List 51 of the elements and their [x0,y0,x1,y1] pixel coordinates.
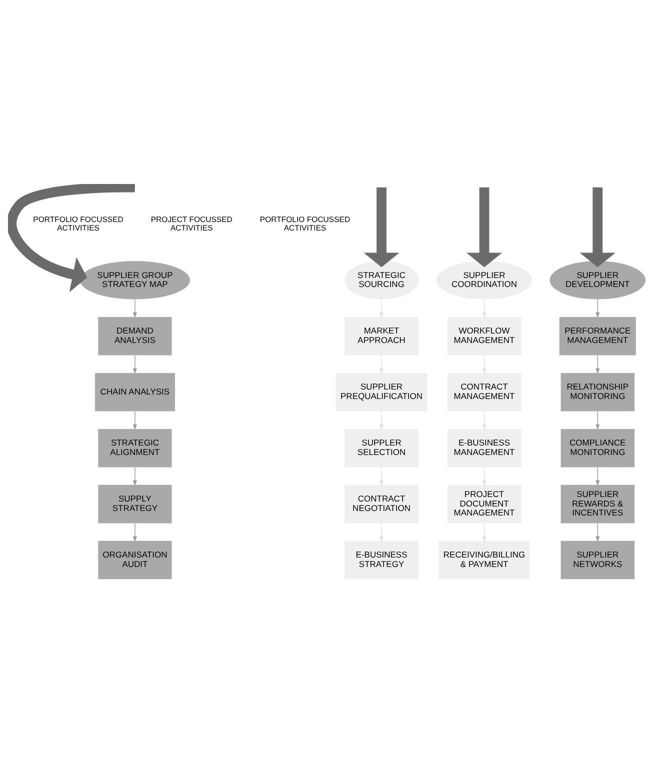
arrow [596,466,600,486]
node-ellipse: SUPPLIER DEVELOPMENT [550,260,646,299]
node-box: RECEIVING/BILLING & PAYMENT [438,540,530,579]
arrow [132,522,137,542]
node-box: WORKFLOW MANAGEMENT [447,316,522,355]
arrow [466,186,502,267]
node-box: E-BUSINESS MANAGEMENT [447,428,522,467]
label: PORTFOLIO FOCUSSED ACTIVITIES [33,214,124,232]
arrow [132,410,137,430]
node-box: SUPPLIER NETWORKS [560,540,634,579]
arrow [482,298,486,318]
arrow [380,522,384,542]
arrow [596,410,600,430]
node-box: CONTRACT MANAGEMENT [447,372,522,411]
arrow [580,186,616,267]
arrow [132,466,137,486]
node-box: CONTRACT NEGOTIATION [344,484,418,523]
label: PORTFOLIO FOCUSSED ACTIVITIES [260,214,350,232]
node-box: MARKET APPROACH [344,316,418,355]
arrow [380,410,384,430]
arrow [482,522,486,542]
arrow [8,184,135,292]
arrow [482,354,486,374]
node-ellipse: SUPPLIER COORDINATION [436,260,532,299]
arrow [596,298,600,318]
node-box: SUPPLIER REWARDS & INCENTIVES [560,484,634,523]
node-box: RELATIONSHIP MONITORING [560,372,634,411]
arrow [380,354,384,374]
node-ellipse: SUPPLIER GROUP STRATEGY MAP [80,260,190,299]
node-box: ORGANISATION AUDIT [98,540,172,579]
node-box: STRATEGIC ALIGNMENT [98,428,172,467]
arrow [482,466,486,486]
arrow [482,410,486,430]
node-box: E-BUSINESS STRATEGY [344,540,418,579]
node-box: SUPPLIER PREQUALIFICATION [336,372,428,411]
node-box: COMPLIANCE MONITORING [560,428,634,467]
node-box: PERFORMANCE MANAGEMENT [559,316,636,355]
node-box: CHAIN ANALYSIS [94,372,175,411]
arrow [596,354,600,374]
arrow [364,186,400,267]
label: PROJECT FOCUSSED ACTIVITIES [150,214,232,232]
arrow [380,298,384,318]
node-box: SUPPLER SELECTION [344,428,418,467]
node-box: PROJECT DOCUMENT MANAGEMENT [447,484,522,523]
arrow [380,466,384,486]
arrow [132,354,137,374]
node-box: SUPPLY STRATEGY [98,484,172,523]
node-box: DEMAND ANALYSIS [98,316,172,355]
node-ellipse: STRATEGIC SOURCING [344,260,419,299]
arrow [132,298,137,318]
arrow [596,522,600,542]
